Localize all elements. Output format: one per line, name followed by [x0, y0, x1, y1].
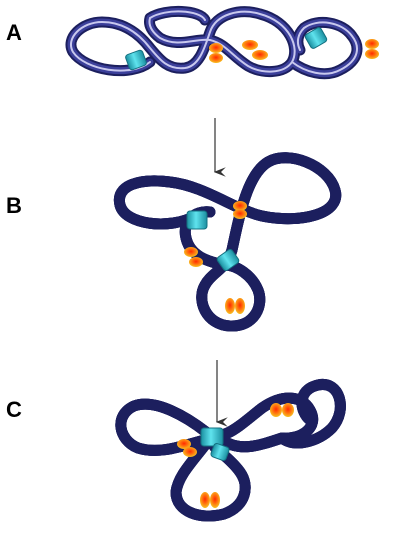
bound-protein-icon [242, 40, 268, 60]
panel-b-diagram [119, 158, 335, 326]
bound-protein-icon [177, 439, 197, 457]
bound-protein-icon [225, 298, 245, 314]
bound-protein-icon [270, 403, 294, 417]
bridge-protein-icon [210, 443, 230, 461]
panel-c-diagram [121, 384, 341, 516]
panel-label-a: A [6, 20, 22, 45]
bound-protein-icon [184, 247, 203, 267]
bridge-protein-icon [200, 427, 224, 447]
bridge-protein-icon [304, 27, 328, 49]
bound-protein-icon [365, 39, 379, 59]
panel-a-diagram [65, 5, 379, 80]
bridge-protein-icon [186, 210, 208, 230]
panel-label-b: B [6, 193, 22, 218]
bridge-protein-icon [216, 248, 240, 272]
bound-protein-icon [209, 43, 223, 63]
bridge-protein-icon [125, 49, 147, 71]
dna-strand-c [121, 384, 341, 516]
bound-protein-icon [233, 201, 247, 219]
bound-protein-icon [200, 492, 220, 508]
panel-label-c: C [6, 397, 22, 422]
dna-strand-a [65, 5, 363, 80]
